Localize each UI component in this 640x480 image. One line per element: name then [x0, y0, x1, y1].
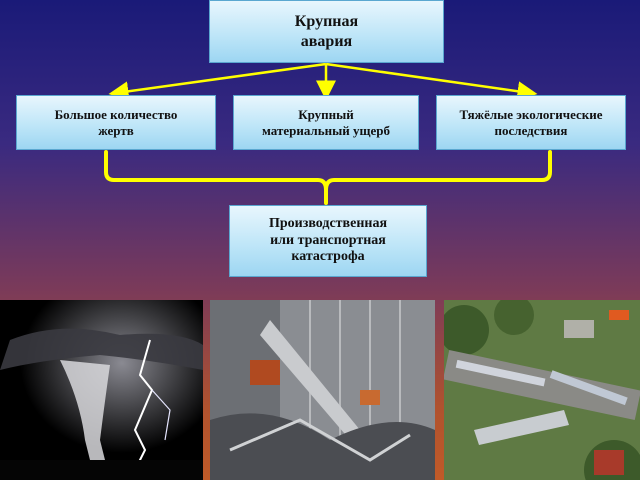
major-accident-label: Крупная авария: [294, 13, 359, 50]
dam-destruction-photo: [210, 300, 435, 480]
ecological-consequences-label: Тяжёлые экологические последствия: [459, 106, 603, 138]
ecological-consequences-box: Тяжёлые экологические последствия: [436, 95, 626, 150]
major-accident-box: Крупная авария: [209, 0, 444, 63]
arrow-to-casualties: [108, 62, 327, 102]
bracket-connector: [104, 150, 552, 205]
casualties-label: Большое количество жертв: [54, 106, 178, 138]
arrow-to-ecology: [325, 62, 538, 102]
material-damage-box: Крупный материальный ущерб: [233, 95, 419, 150]
material-damage-label: Крупный материальный ущерб: [262, 106, 390, 138]
tornado-lightning-photo: [0, 300, 203, 480]
casualties-box: Большое количество жертв: [16, 95, 216, 150]
train-crash-aerial-photo: [444, 300, 640, 480]
catastrophe-box: Производственная или транспортная катаст…: [229, 205, 427, 277]
catastrophe-label: Производственная или транспортная катаст…: [268, 215, 388, 265]
